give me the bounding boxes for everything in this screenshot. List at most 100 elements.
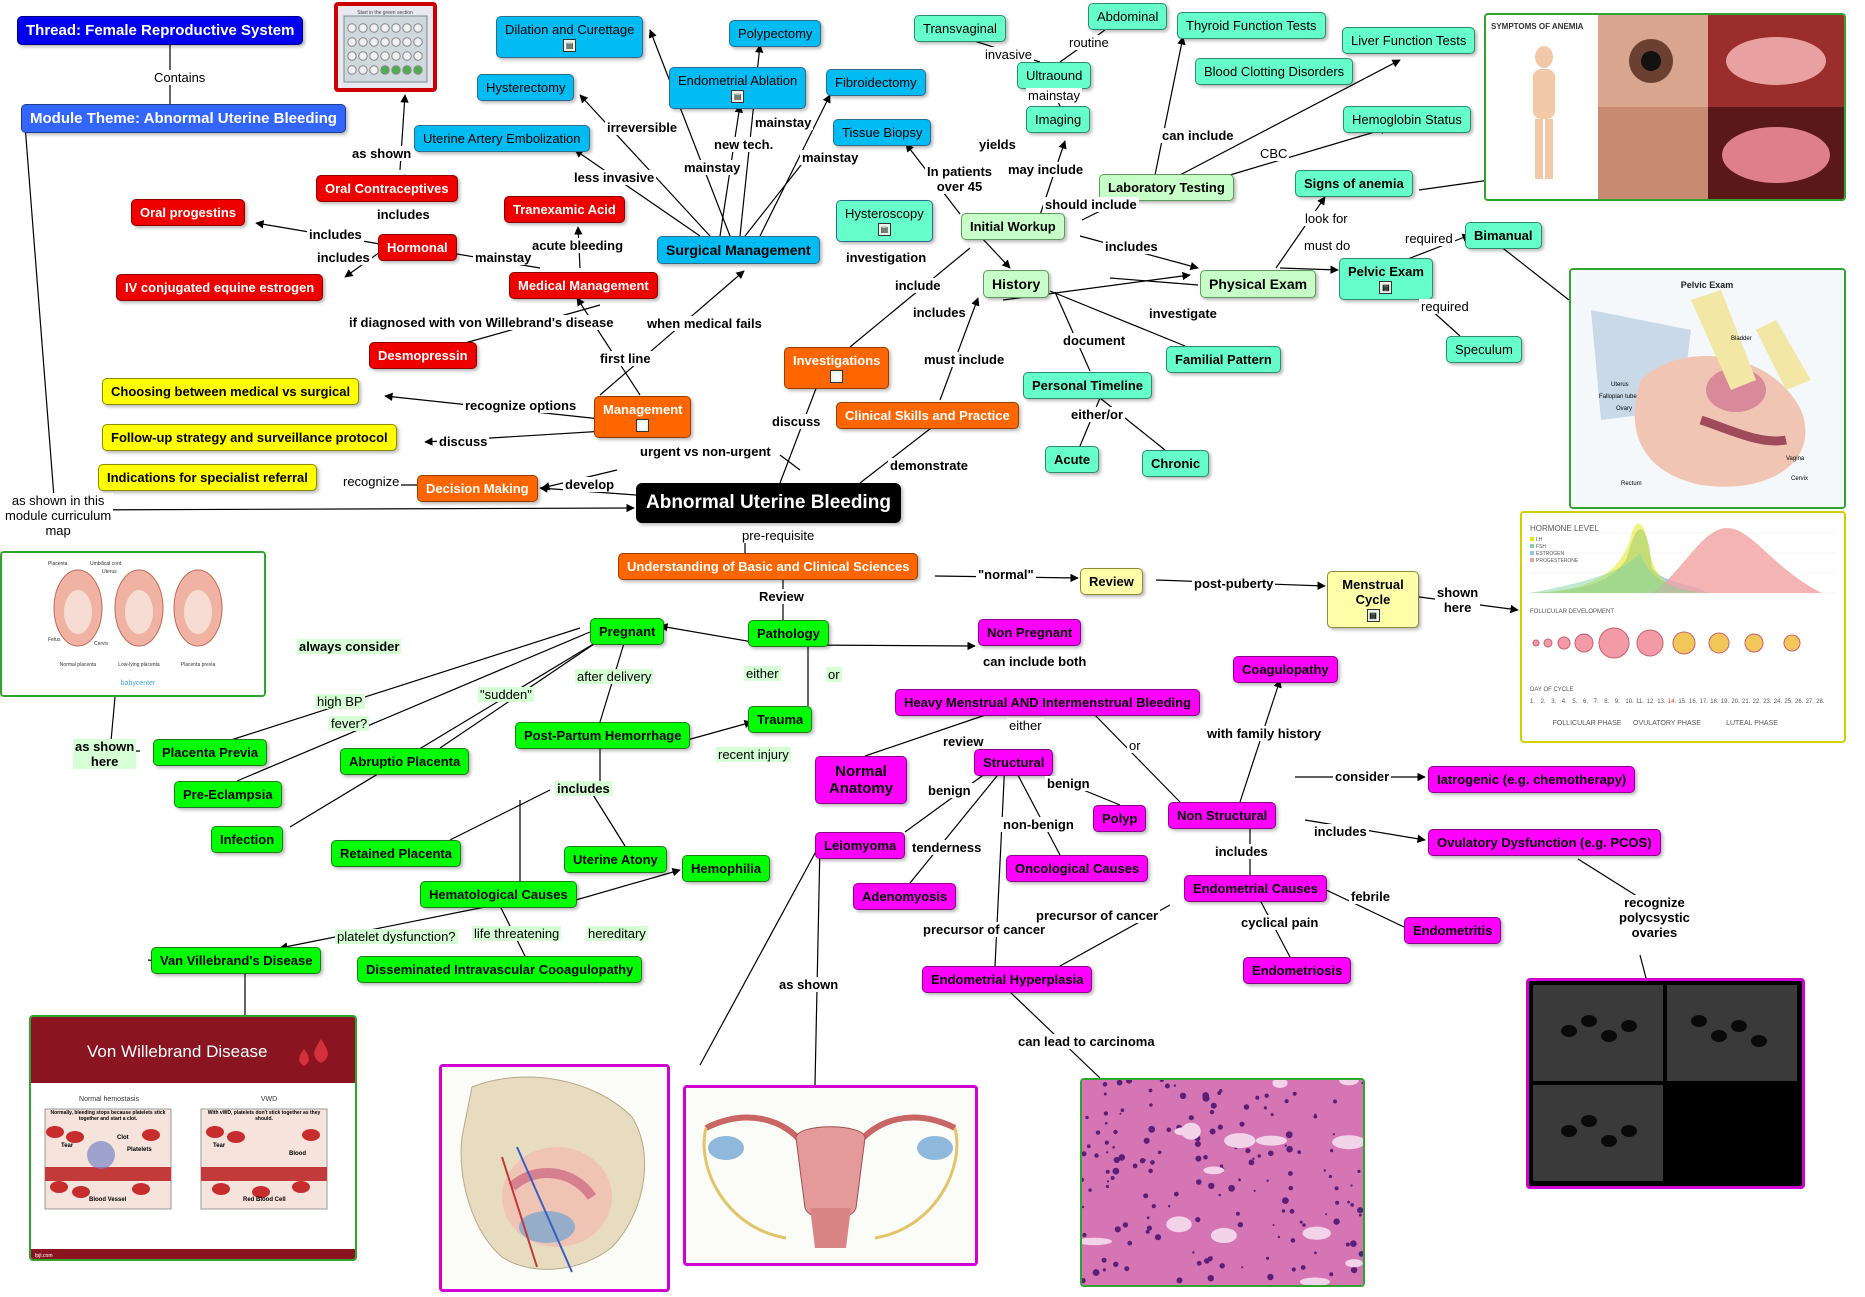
node-pregnant[interactable]: Pregnant	[590, 618, 665, 645]
node-placenta-previa[interactable]: Placenta Previa	[153, 739, 268, 766]
node-pre-eclampsia[interactable]: Pre-Eclampsia	[174, 781, 282, 808]
node-menstrual-cycle[interactable]: Menstrual Cycle▤	[1327, 571, 1419, 629]
node-management[interactable]: Management▤	[594, 396, 692, 439]
node-indications[interactable]: Indications for specialist referral	[98, 464, 317, 491]
node-heavy[interactable]: Heavy Menstrual AND Intermenstrual Bleed…	[895, 689, 1201, 716]
red-blood-cell	[50, 1181, 68, 1193]
node-non-pregnant[interactable]: Non Pregnant	[978, 619, 1082, 646]
node-oncological[interactable]: Oncological Causes	[1006, 855, 1149, 882]
node-leiomyoma[interactable]: Leiomyoma	[815, 832, 906, 859]
node-lab-testing[interactable]: Laboratory Testing	[1099, 174, 1234, 201]
node-familial[interactable]: Familial Pattern	[1166, 346, 1281, 373]
node-acute[interactable]: Acute	[1045, 446, 1100, 473]
node-uae[interactable]: Uterine Artery Embolization	[414, 125, 590, 152]
red-blood-cell	[46, 1126, 64, 1138]
node-thyroid[interactable]: Thyroid Function Tests	[1177, 12, 1326, 39]
node-tranexamic[interactable]: Tranexamic Acid	[504, 196, 625, 223]
node-iv-estrogen[interactable]: IV conjugated equine estrogen	[116, 274, 324, 301]
node-thread[interactable]: Thread: Female Reproductive System	[17, 16, 304, 45]
document-icon: ▤	[830, 370, 844, 384]
link-recognize-poly: recognize polycsystic ovaries	[1617, 895, 1692, 940]
node-review[interactable]: Review	[1080, 568, 1143, 595]
node-surgical-management[interactable]: Surgical Management	[657, 236, 820, 264]
node-endometrial-causes[interactable]: Endometrial Causes	[1184, 875, 1327, 902]
node-module-theme[interactable]: Module Theme: Abnormal Uterine Bleeding	[21, 104, 346, 133]
node-infection[interactable]: Infection	[211, 826, 284, 853]
node-endometritis[interactable]: Endometritis	[1404, 917, 1502, 944]
node-abruptio[interactable]: Abruptio Placenta	[340, 748, 470, 775]
day-tick: 24.	[1774, 699, 1783, 705]
node-hysteroscopy[interactable]: Hysteroscopy▤	[836, 200, 933, 243]
node-fibroidectomy[interactable]: Fibroidectomy	[826, 69, 926, 96]
node-hematological[interactable]: Hematological Causes	[420, 881, 577, 908]
connector-line	[779, 377, 822, 484]
node-adenomyosis[interactable]: Adenomyosis	[853, 883, 957, 910]
node-endometrial-hyperplasia[interactable]: Endometrial Hyperplasia	[922, 966, 1093, 993]
node-trauma[interactable]: Trauma	[748, 706, 813, 733]
node-dic[interactable]: Disseminated Intravascular Cooagulopathy	[357, 956, 643, 983]
node-blood-clotting[interactable]: Blood Clotting Disorders	[1195, 58, 1354, 85]
node-medical-management[interactable]: Medical Management	[509, 272, 658, 299]
node-vwd[interactable]: Van Villebrand's Disease	[151, 947, 322, 974]
node-atony[interactable]: Uterine Atony	[564, 846, 667, 873]
node-oral-contraceptives[interactable]: Oral Contraceptives	[316, 175, 458, 202]
node-abdominal[interactable]: Abdominal	[1088, 3, 1168, 30]
cell-nucleus	[1173, 1191, 1179, 1197]
node-retained[interactable]: Retained Placenta	[331, 840, 461, 867]
cell-nucleus	[1145, 1229, 1150, 1234]
node-pelvic-exam[interactable]: Pelvic Exam▤	[1339, 258, 1433, 301]
node-decision-making[interactable]: Decision Making	[417, 475, 538, 502]
node-speculum[interactable]: Speculum	[1446, 336, 1522, 363]
node-endometriosis[interactable]: Endometriosis	[1243, 957, 1352, 984]
node-personal-timeline[interactable]: Personal Timeline	[1023, 372, 1153, 399]
node-clinical-skills[interactable]: Clinical Skills and Practice	[836, 402, 1019, 429]
node-polyp[interactable]: Polyp	[1093, 805, 1147, 832]
node-pathology[interactable]: Pathology	[748, 620, 829, 647]
node-hysterectomy[interactable]: Hysterectomy	[477, 74, 575, 101]
node-initial-workup[interactable]: Initial Workup	[961, 213, 1065, 240]
node-signs-anemia[interactable]: Signs of anemia	[1295, 170, 1413, 197]
node-ovulatory[interactable]: Ovulatory Dysfunction (e.g. PCOS)	[1428, 829, 1661, 856]
cell-nucleus	[1217, 1091, 1222, 1095]
node-oral-progestins[interactable]: Oral progestins	[131, 199, 246, 226]
node-followup[interactable]: Follow-up strategy and surveillance prot…	[102, 424, 397, 451]
day-tick: 15.	[1678, 699, 1687, 705]
node-investigations[interactable]: Investigations▤	[784, 347, 890, 390]
node-chronic[interactable]: Chronic	[1142, 450, 1210, 477]
node-imaging[interactable]: Imaging	[1026, 106, 1091, 133]
follicle-dot	[1557, 636, 1571, 650]
cell-nucleus	[1194, 1141, 1201, 1147]
day-tick: 16.	[1689, 699, 1698, 705]
node-liver[interactable]: Liver Function Tests	[1342, 27, 1476, 54]
node-transvaginal[interactable]: Transvaginal	[914, 15, 1006, 42]
follicle-dot	[1783, 634, 1801, 652]
cell-nucleus	[1209, 1109, 1215, 1115]
node-tissue-biopsy[interactable]: Tissue Biopsy	[833, 119, 932, 146]
node-polypectomy[interactable]: Polypectomy	[729, 20, 822, 47]
node-physical-exam[interactable]: Physical Exam	[1200, 270, 1317, 298]
cell-nucleus	[1350, 1266, 1358, 1274]
node-understanding[interactable]: Understanding of Basic and Clinical Scie…	[618, 553, 919, 580]
node-history[interactable]: History	[983, 270, 1050, 298]
node-endometrial-ablation[interactable]: Endometrial Ablation▤	[669, 67, 807, 110]
node-bimanual[interactable]: Bimanual	[1465, 222, 1542, 249]
node-iatrogenic[interactable]: Iatrogenic (e.g. chemotherapy)	[1428, 766, 1636, 793]
link-should-include: should include	[1043, 197, 1139, 212]
node-ultraound[interactable]: Ultraound	[1017, 62, 1092, 89]
node-hemophilia[interactable]: Hemophilia	[682, 855, 771, 882]
node-dilation[interactable]: Dilation and Curettage▤	[496, 16, 644, 59]
node-hemoglobin[interactable]: Hemoglobin Status	[1343, 106, 1471, 133]
node-pph[interactable]: Post-Partum Hemorrhage	[515, 722, 691, 749]
node-hormonal[interactable]: Hormonal	[378, 234, 457, 261]
link-shown-here: shown here	[1435, 585, 1481, 615]
node-coagulopathy[interactable]: Coagulopathy	[1233, 656, 1338, 683]
node-structural[interactable]: Structural	[974, 749, 1054, 776]
node-choosing[interactable]: Choosing between medical vs surgical	[102, 378, 360, 405]
node-desmopressin[interactable]: Desmopressin	[369, 342, 477, 369]
ovarian-cyst	[1621, 1020, 1637, 1032]
day-tick: 27.	[1806, 699, 1815, 705]
link-as-shown-pill: as shown	[350, 146, 414, 161]
node-root[interactable]: Abnormal Uterine Bleeding	[636, 483, 901, 523]
node-normal-anatomy[interactable]: Normal Anatomy	[815, 756, 907, 804]
node-non-structural[interactable]: Non Structural	[1168, 802, 1277, 829]
